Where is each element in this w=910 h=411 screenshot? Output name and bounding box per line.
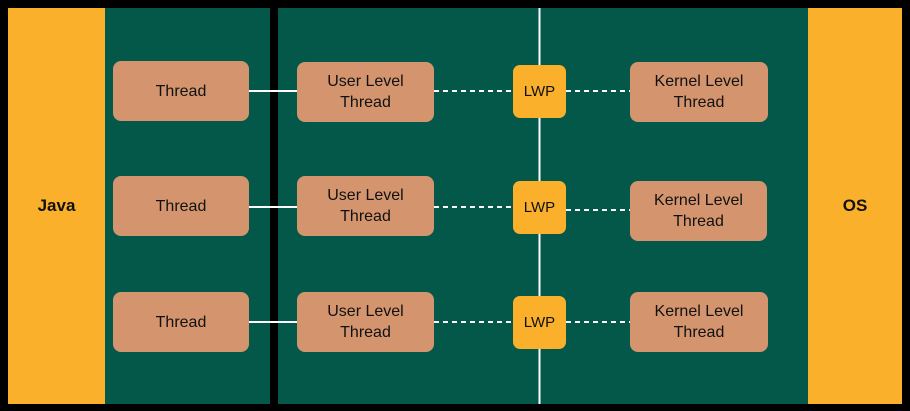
user-level-thread-box-2: User Level Thread [297,176,434,236]
kernel-level-thread-box-2: Kernel Level Thread [630,181,767,241]
java-panel: Java [8,8,105,404]
kernel-level-thread-box-3: Kernel Level Thread [630,292,768,352]
lwp-box-1: LWP [513,65,566,118]
lwp-box-3: LWP [513,296,566,349]
user-level-thread-box-3: User Level Thread [297,292,434,352]
kernel-level-thread-box-1: Kernel Level Thread [630,62,768,122]
thread-box-3: Thread [113,292,249,352]
lwp-box-2: LWP [513,181,566,234]
thread-box-1: Thread [113,61,249,121]
os-label: OS [842,196,868,215]
thread-box-2: Thread [113,176,249,236]
java-label: Java [37,196,76,215]
os-panel: OS [808,8,902,404]
user-level-thread-box-1: User Level Thread [297,62,434,122]
